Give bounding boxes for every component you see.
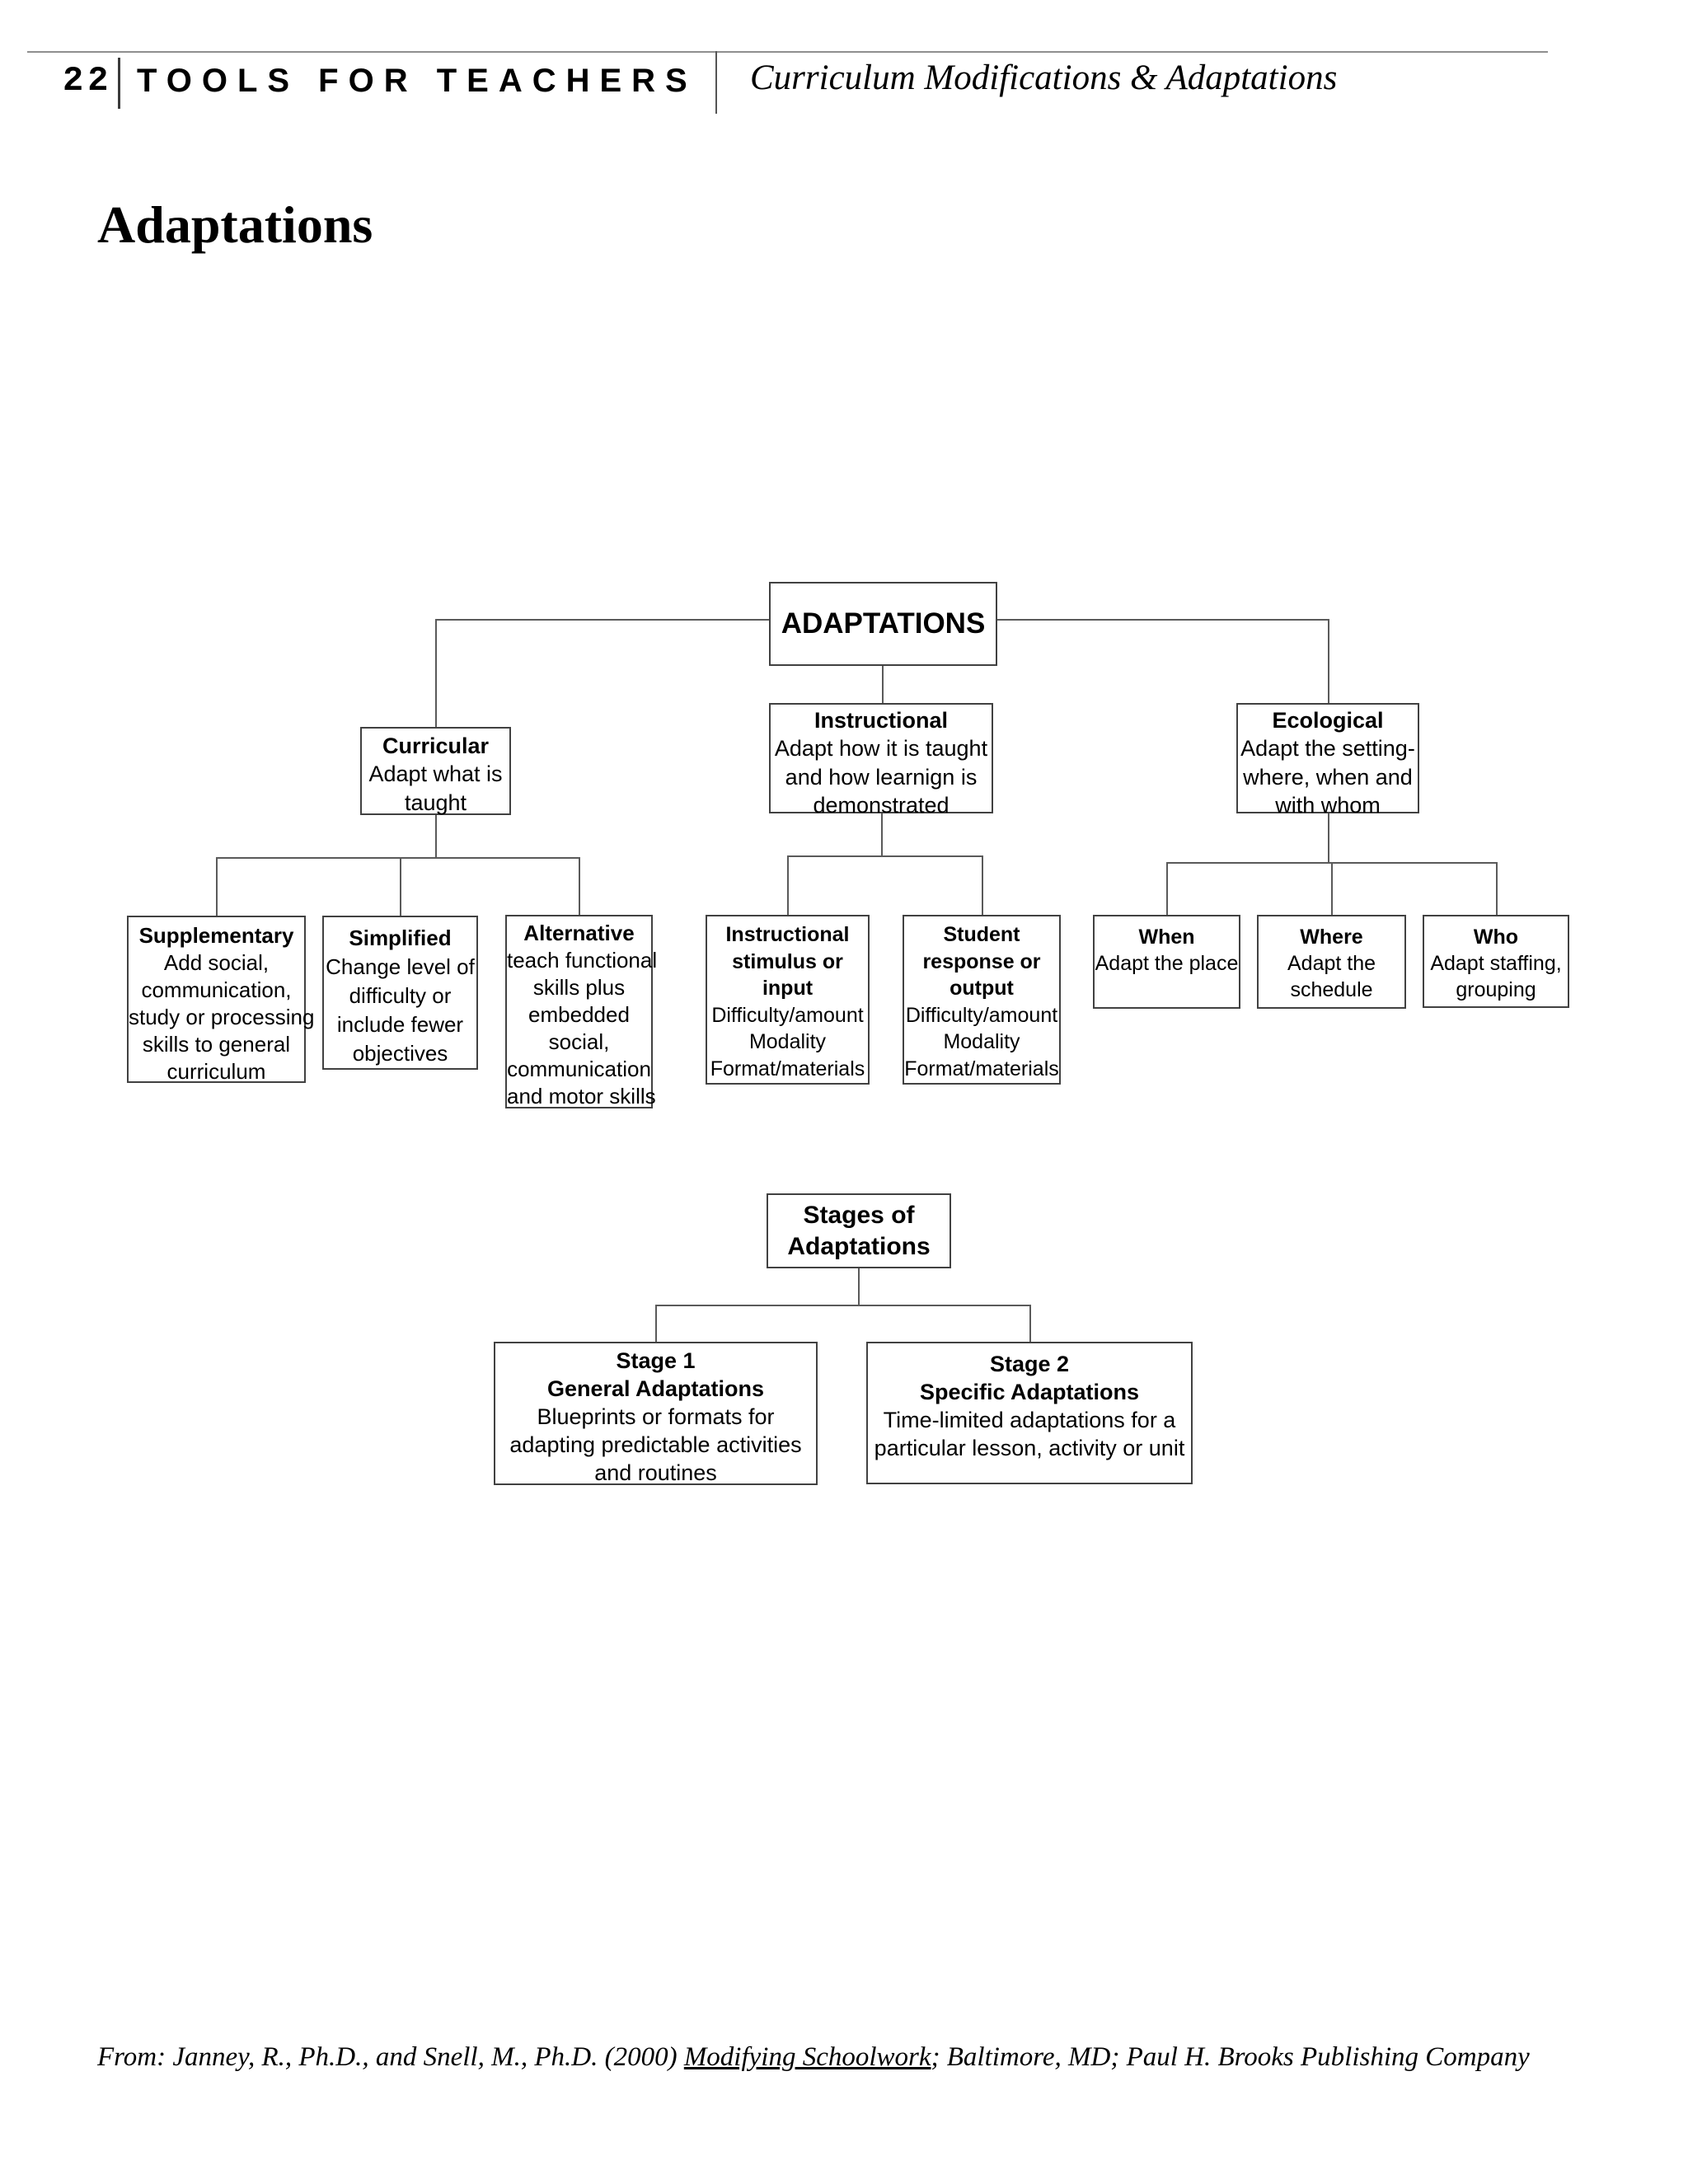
node-body: Blueprints or formats for adapting predi… (509, 1404, 802, 1486)
node-title: Simplified (349, 926, 452, 950)
connector-line (655, 1305, 1031, 1306)
node-title: Instructional stimulus or input (725, 923, 850, 1000)
page-title: Adaptations (97, 195, 373, 254)
citation: From: Janney, R., Ph.D., and Snell, M., … (97, 2042, 1530, 2073)
node-instructional: Instructional Adapt how it is taught and… (769, 703, 993, 818)
citation-prefix: From: Janney, R., Ph.D., and Snell, M., … (97, 2042, 684, 2072)
node-alternative: Alternative teach functional skills plus… (505, 915, 658, 1109)
connector-line (579, 857, 580, 915)
connector-line (997, 619, 1328, 621)
node-title: Instructional (814, 708, 948, 733)
connector-line (655, 1305, 657, 1342)
node-adaptations: ADAPTATIONS (769, 582, 997, 666)
node-subtitle: Specific Adaptations (919, 1380, 1140, 1405)
connector-line (982, 855, 983, 915)
book-title: TOOLS FOR TEACHERS (137, 63, 697, 99)
node-body: Add social, communication, study or proc… (129, 950, 315, 1085)
connector-line (858, 1268, 860, 1305)
connector-line (435, 619, 437, 727)
node-title: Who (1473, 926, 1519, 949)
node-body: teach functional skills plus embedded so… (507, 948, 658, 1109)
connector-line (435, 815, 437, 857)
connector-line (1328, 813, 1329, 862)
section-title: Curriculum Modifications & Adaptations (750, 59, 1338, 97)
node-body: Adapt the setting- where, when and with … (1240, 736, 1415, 818)
node-body: Adapt staffing, grouping (1430, 951, 1562, 1001)
node-stage-1: Stage 1 General Adaptations Blueprints o… (494, 1342, 818, 1485)
node-instructional-stimulus: Instructional stimulus or input Difficul… (706, 915, 870, 1085)
node-body: Difficulty/amount Modality Format/materi… (710, 1003, 865, 1080)
connector-line (1331, 862, 1333, 915)
page-number: 22 (63, 61, 113, 101)
connector-line (882, 666, 884, 703)
connector-line (216, 857, 580, 859)
node-body: Adapt how it is taught and how learnign … (774, 736, 988, 818)
node-where: Where Adapt the schedule (1257, 915, 1406, 1009)
node-title: When (1138, 926, 1195, 949)
node-title: Student response or output (922, 923, 1041, 1000)
connector-line (881, 813, 883, 855)
node-supplementary: Supplementary Add social, communication,… (127, 916, 315, 1085)
connector-line (1029, 1305, 1031, 1342)
node-title: Ecological (1272, 708, 1384, 733)
node-title: Stages of Adaptations (787, 1202, 931, 1260)
node-curricular: Curricular Adapt what is taught (360, 727, 511, 815)
node-title: Curricular (382, 733, 490, 758)
header-divider-right (715, 51, 717, 114)
connector-line (216, 857, 218, 916)
node-body: Difficulty/amount Modality Format/materi… (904, 1003, 1059, 1080)
node-body: Adapt what is taught (368, 762, 503, 815)
header-rule (27, 51, 1548, 53)
node-stage-2: Stage 2 Specific Adaptations Time-limite… (866, 1342, 1193, 1484)
node-when: When Adapt the place (1093, 915, 1240, 1009)
connector-line (1328, 619, 1329, 703)
node-title: Supplementary (138, 923, 294, 948)
node-title: Stage 2 (989, 1352, 1070, 1376)
node-body: Change level of difficulty or include fe… (326, 954, 475, 1066)
header-divider-left (118, 58, 120, 109)
node-student-response: Student response or output Difficulty/am… (903, 915, 1061, 1085)
node-stages-of-adaptations: Stages of Adaptations (767, 1193, 951, 1268)
node-title: ADAPTATIONS (781, 607, 986, 640)
connector-line (435, 619, 769, 621)
node-ecological: Ecological Adapt the setting- where, whe… (1236, 703, 1419, 818)
connector-line (1166, 862, 1168, 915)
connector-line (1496, 862, 1498, 915)
citation-suffix: ; Baltimore, MD; Paul H. Brooks Publishi… (931, 2042, 1530, 2072)
node-body: Time-limited adaptations for a particula… (874, 1408, 1185, 1461)
node-subtitle: General Adaptations (546, 1376, 765, 1402)
node-title: Stage 1 (616, 1348, 696, 1373)
connector-line (400, 857, 401, 916)
node-body: Adapt the schedule (1287, 951, 1376, 1001)
node-who: Who Adapt staffing, grouping (1423, 915, 1569, 1008)
node-body: Adapt the place (1095, 951, 1239, 975)
connector-line (787, 855, 983, 857)
connector-line (787, 855, 789, 915)
node-title: Where (1300, 926, 1363, 949)
node-title: Alternative (523, 921, 635, 945)
citation-book-title: Modifying Schoolwork (683, 2042, 931, 2072)
node-simplified: Simplified Change level of difficulty or… (322, 916, 478, 1070)
